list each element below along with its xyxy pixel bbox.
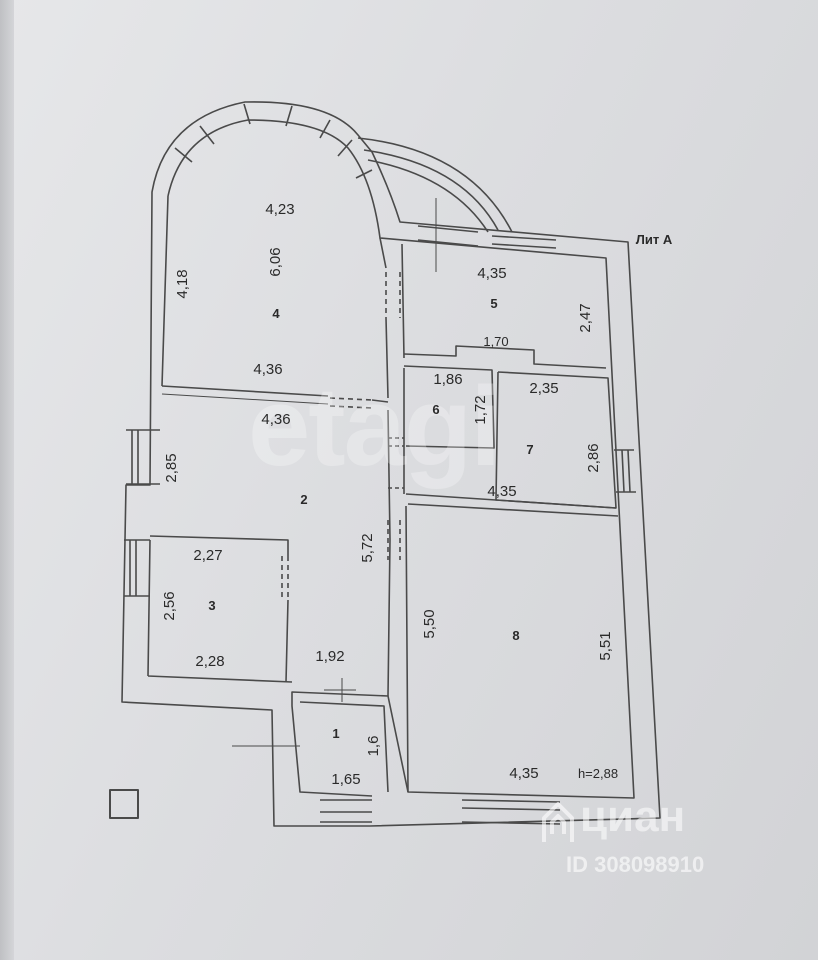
outer-wall-outer (121, 101, 661, 827)
dim-r4-mid: 6,06 (267, 247, 284, 277)
room-number-1: 1 (332, 726, 340, 741)
room-3-walls (149, 535, 289, 683)
plan-title: Лит А (635, 232, 673, 247)
wall-4-2-lower (161, 393, 329, 405)
legend-square (109, 789, 139, 819)
dim-r8-left: 5,50 (421, 609, 438, 639)
ceiling-height: h=2,88 (577, 766, 619, 781)
cian-logo-icon (542, 802, 574, 842)
dim-r8-right: 5,51 (597, 631, 614, 661)
dim-r2-bottom: 1,92 (315, 648, 345, 665)
window-left-lower (124, 539, 150, 597)
window-top-5b (417, 225, 479, 247)
dim-r2-top: 4,36 (261, 411, 291, 428)
dim-r1-right: 1,6 (365, 735, 382, 757)
window-left-upper (126, 429, 160, 485)
wall-center-left (379, 237, 391, 697)
dim-r6-right: 1,72 (472, 395, 489, 425)
dim-r1-bottom: 1,65 (331, 771, 361, 788)
door-marks-4 (388, 437, 404, 489)
cian-watermark: циан (580, 792, 686, 841)
window-bottom-1 (320, 799, 372, 823)
dim-r3-left: 2,56 (161, 591, 178, 621)
dim-r7-bottom: 4,35 (487, 483, 517, 500)
room-number-2: 2 (300, 492, 308, 507)
room-number-7: 7 (526, 442, 534, 457)
dim-r6-top: 1,86 (433, 371, 463, 388)
axis-mark-3 (324, 678, 356, 702)
dim-r4-top: 4,23 (265, 201, 295, 218)
wall-8-top (405, 493, 619, 517)
arch-segments (174, 103, 373, 179)
wall-5-bottom (403, 345, 607, 369)
window-right (614, 449, 636, 493)
door-marks-5 (387, 520, 401, 560)
dim-r3-bottom: 2,28 (195, 653, 225, 670)
room-6-walls (403, 365, 495, 449)
door-marks-2 (385, 272, 401, 318)
paper-edge (0, 0, 14, 960)
dim-r4-bottom: 4,36 (253, 361, 283, 378)
etagi-watermark: etagi (248, 364, 501, 489)
terrace-arc-1 (357, 137, 513, 233)
dim-r2-right: 5,72 (359, 533, 376, 563)
dim-r7-right: 2,86 (585, 443, 602, 473)
room-number-5: 5 (490, 296, 498, 311)
dim-r5-right: 2,47 (577, 303, 594, 333)
terrace-arc-2 (363, 149, 499, 231)
outer-wall-inner (147, 119, 635, 799)
cian-listing-id: ID 308098910 (566, 852, 705, 877)
door-marks (329, 397, 373, 409)
terrace-arc-3 (367, 159, 489, 233)
wall-4-2 (161, 385, 389, 403)
dim-r5-top: 4,35 (477, 265, 507, 282)
door-marks-3 (281, 556, 289, 600)
room-1-walls (299, 701, 389, 793)
room-number-6: 6 (432, 402, 440, 417)
wall-center-right (401, 243, 409, 793)
room-number-3: 3 (208, 598, 216, 613)
dim-r4-left: 4,18 (174, 269, 191, 299)
dim-r8-bottom: 4,35 (509, 765, 539, 782)
dim-r7-top: 2,35 (529, 380, 559, 397)
dim-r3-top: 2,27 (193, 547, 223, 564)
room-number-8: 8 (512, 628, 520, 643)
dim-r5-bottom: 1,70 (483, 334, 509, 349)
dim-r2-left: 2,85 (163, 453, 180, 483)
window-top-5 (491, 235, 557, 249)
room-number-4: 4 (272, 306, 280, 321)
